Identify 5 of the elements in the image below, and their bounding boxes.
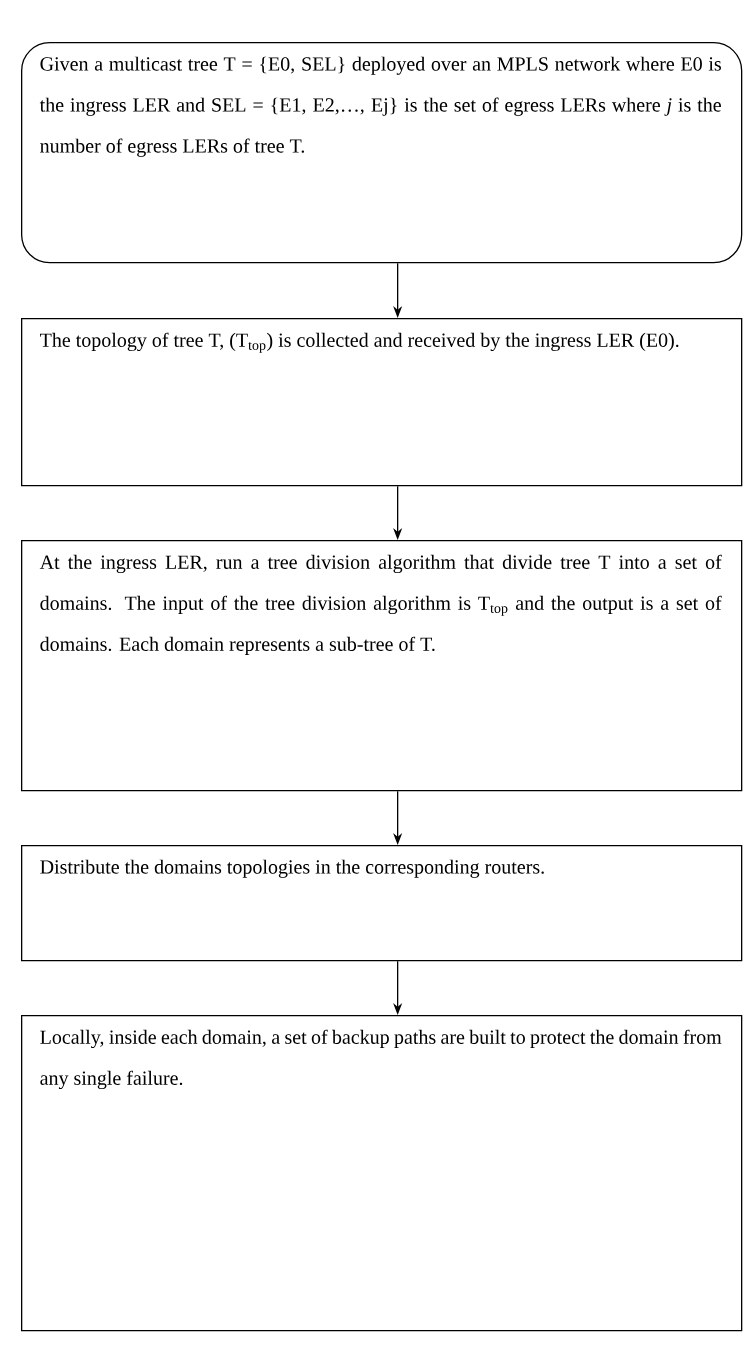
process-box: Distribute the domains topologies in the corresponding routers.: [21, 845, 743, 962]
process-box: Locally, inside each domain, a set of backup paths are built to protect the domain from any single failure.: [21, 1015, 743, 1332]
process-box: At the ingress LER, run a tree division algorithm that divide tree T into a set of domains. The input of the tree division algorithm is T$_{top}$ and the output is a set of domains. Each domain represents a sub-tree of T.: [21, 540, 743, 792]
process-box: The topology of tree T, (T$_{top}$) is collected and received by the ingress LER (E0).: [21, 318, 743, 487]
rounded-box: Given a multicast tree T = {E0, SEL} deployed over an MPLS network where E0 is the ingress LER and SEL = {E1, E2,…, Ej} is the set of egress LERs where j is the number of egress LERs of tree T.: [21, 42, 743, 264]
